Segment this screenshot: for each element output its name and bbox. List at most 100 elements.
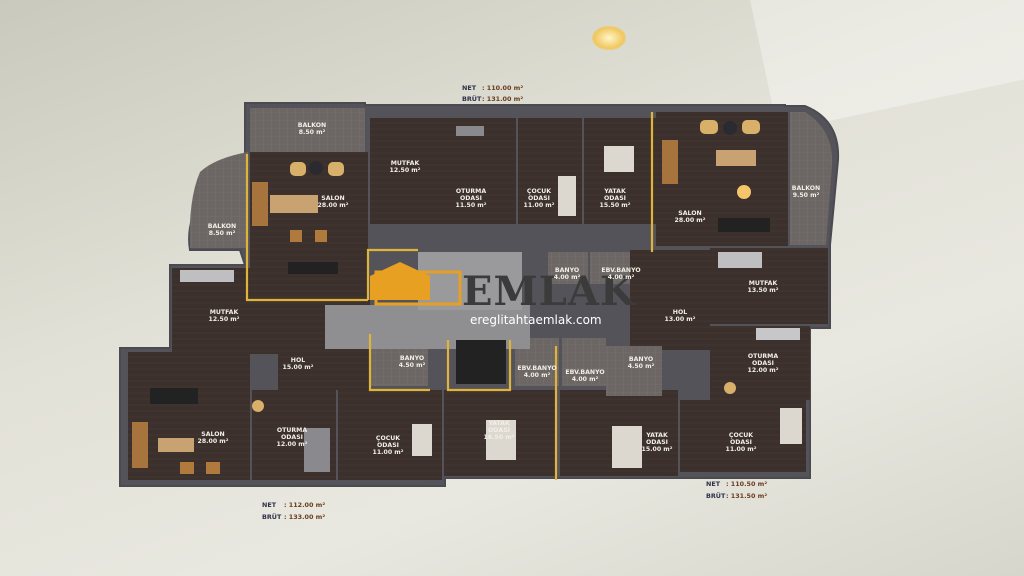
room-area: 15.00 m² (283, 364, 314, 371)
room-name: ÇOCUK (527, 188, 551, 195)
room-name: MUTFAK (391, 160, 420, 167)
room-area: 11.00 m² (726, 446, 757, 453)
room-name: SALON (678, 210, 701, 217)
room-name: ODASI (281, 434, 303, 441)
stat-brut-label: BRÜT (706, 491, 726, 500)
room-area: 12.50 m² (209, 316, 240, 323)
room-area: 4.00 m² (554, 274, 581, 281)
room-name: ODASI (377, 442, 399, 449)
room-name: HOL (673, 309, 687, 316)
room-name: BANYO (629, 356, 653, 363)
unit-outlines (245, 112, 654, 480)
stat-brut-label: BRÜT (262, 512, 282, 521)
room-name: OTURMA (456, 188, 486, 195)
stats-top: NET : 110.00 m² BRÜT : 131.00 m² (462, 84, 523, 103)
room-area: 12.50 m² (390, 167, 421, 174)
logo-website: ereglitahtaemlak.com (470, 313, 602, 327)
room-name: ODASI (646, 439, 668, 446)
room-area: 4.50 m² (399, 362, 426, 369)
room-name: ÇOCUK (376, 435, 400, 442)
room-area: 4.50 m² (628, 363, 655, 370)
room-name: EBV.BANYO (601, 267, 640, 274)
logo-text: EMLAK (462, 268, 636, 315)
room-name: ODASI (488, 427, 510, 434)
room-name: YATAK (487, 420, 510, 427)
stat-brut-label: BRÜT (462, 94, 482, 103)
room-area: 11.50 m² (456, 202, 487, 209)
room-name: ODASI (604, 195, 626, 202)
stat-net-value: : 110.50 m² (726, 480, 767, 488)
logo-frame-icon (374, 270, 462, 306)
room-area: 11.00 m² (373, 449, 404, 456)
room-area: 12.00 m² (277, 441, 308, 448)
room-area: 15.00 m² (642, 446, 673, 453)
room-name: EBV.BANYO (517, 365, 556, 372)
stat-net-label: NET (462, 84, 477, 92)
room-area: 28.00 m² (675, 217, 706, 224)
room-area: 13.50 m² (748, 287, 779, 294)
stat-net-label: NET (706, 480, 721, 488)
room-name: ODASI (460, 195, 482, 202)
logo-watermark: EMLAK ereglitahtaemlak.com (370, 262, 636, 327)
room-name: YATAK (645, 432, 668, 439)
stat-net-value: : 112.00 m² (284, 501, 325, 509)
room-name: EBV.BANYO (565, 369, 604, 376)
room-name: SALON (321, 195, 344, 202)
room-area: 8.50 m² (209, 230, 236, 237)
room-name: SALON (201, 431, 224, 438)
room-name: OTURMA (277, 427, 307, 434)
stat-net-value: : 110.00 m² (482, 84, 523, 92)
room-area: 16.50 m² (484, 434, 515, 441)
stat-brut-value: : 131.50 m² (726, 492, 767, 500)
room-name: ODASI (528, 195, 550, 202)
stats-bottom-right: NET : 110.50 m² BRÜT : 131.50 m² (706, 480, 767, 500)
room-area: 28.00 m² (318, 202, 349, 209)
stat-brut-value: : 131.00 m² (482, 95, 523, 103)
room-area: 28.00 m² (198, 438, 229, 445)
room-name: BANYO (555, 267, 579, 274)
room-area: 12.00 m² (748, 367, 779, 374)
room-name: YATAK (603, 188, 626, 195)
room-name: BALKON (208, 223, 236, 230)
room-name: OTURMA (748, 353, 778, 360)
stat-net-label: NET (262, 501, 277, 509)
room-name: ODASI (730, 439, 752, 446)
room-name: BANYO (400, 355, 424, 362)
room-name: HOL (291, 357, 305, 364)
room-area: 15.50 m² (600, 202, 631, 209)
room-area: 13.00 m² (665, 316, 696, 323)
room-name: BALKON (792, 185, 820, 192)
room-name: ÇOCUK (729, 432, 753, 439)
room-area: 4.00 m² (572, 376, 599, 383)
room-area: 8.50 m² (299, 129, 326, 136)
room-name: ODASI (752, 360, 774, 367)
ceiling-lamp (592, 26, 626, 50)
room-area: 9.50 m² (793, 192, 820, 199)
furniture (132, 120, 802, 474)
room-name: BALKON (298, 122, 326, 129)
